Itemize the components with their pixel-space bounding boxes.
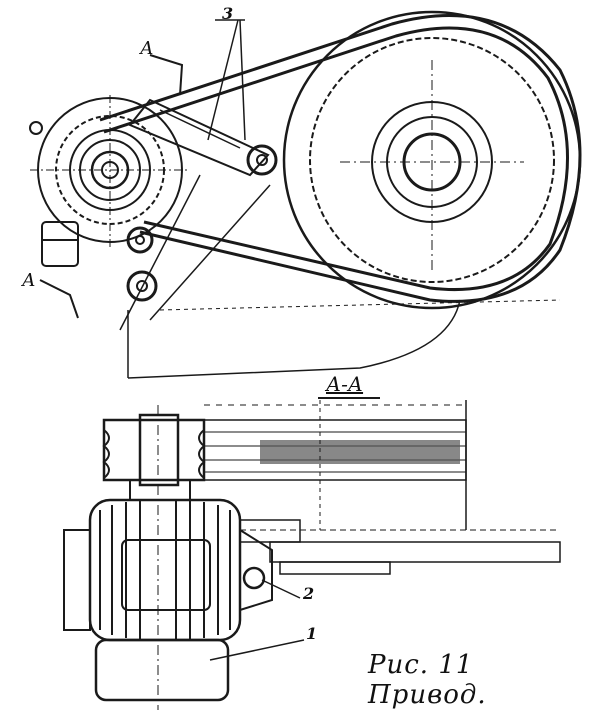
section-mark-bottom: А (22, 270, 36, 291)
belt-section (203, 400, 467, 530)
callout-2-label: 2 (303, 584, 315, 603)
base-plates (239, 519, 561, 575)
v-belt (99, 14, 582, 303)
top-view (29, 10, 582, 379)
figure-caption: Рис. 11 Привод. (368, 650, 487, 710)
callout-3-label: 3 (222, 4, 234, 23)
leader-lines (209, 579, 305, 661)
section-title: А-А (326, 372, 364, 396)
frame (119, 174, 561, 379)
callout-1-label: 1 (306, 624, 318, 643)
section-cut-markers (39, 54, 184, 319)
tensioner-roller-lower (126, 270, 158, 302)
mount-bracket (239, 528, 273, 612)
electric-motor (63, 480, 242, 702)
tensioner-bracket (128, 19, 270, 177)
tensioner-roller-upper (246, 144, 278, 176)
motor-pulley (30, 95, 190, 250)
section-view (63, 397, 561, 710)
section-mark-top: А (140, 38, 154, 59)
motor-stub (29, 121, 79, 267)
